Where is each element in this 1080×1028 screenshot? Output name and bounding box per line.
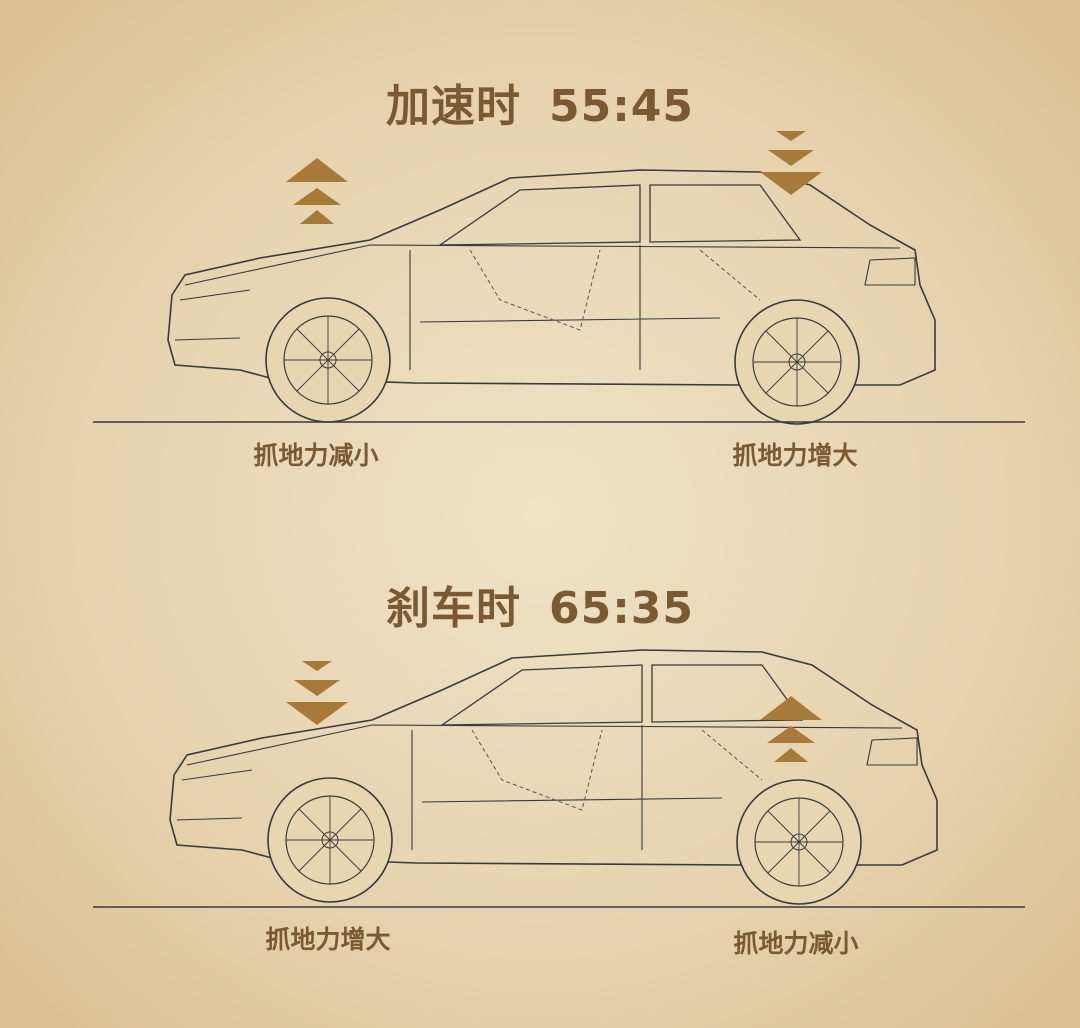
arrow-down-icon	[760, 131, 822, 195]
rear-grip-label: 抓地力增大	[732, 441, 858, 470]
arrow-down-icon	[286, 661, 348, 725]
rear-grip-label: 抓地力减小	[733, 929, 859, 958]
car-accelerating	[167, 169, 936, 425]
arrow-up-icon	[760, 696, 822, 762]
front-grip-label: 抓地力减小	[253, 441, 379, 470]
front-grip-label: 抓地力增大	[265, 925, 391, 954]
arrow-up-icon	[286, 158, 348, 224]
car-braking	[169, 649, 938, 905]
